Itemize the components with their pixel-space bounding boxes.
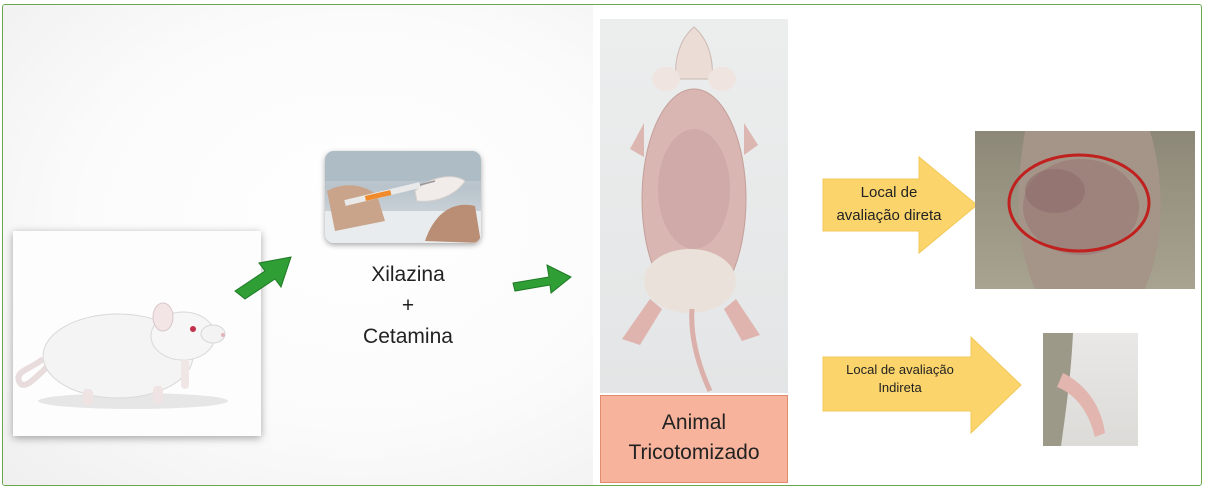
caption-line-2: Tricotomizado <box>601 438 787 468</box>
injection-image <box>325 151 481 243</box>
indirect-site-closeup-image <box>1043 333 1138 446</box>
direct-site-line-1: Local de <box>829 181 949 204</box>
anesthesia-drug-1: Xilazina <box>333 259 483 290</box>
green-arrow-1 <box>231 251 295 303</box>
indirect-site-label: Local de avaliação Indireta <box>825 361 975 397</box>
indirect-site-line-1: Local de avaliação <box>825 361 975 379</box>
green-arrow-2 <box>509 257 575 297</box>
anesthesia-plus: + <box>333 290 483 321</box>
shaved-mouse-image <box>600 19 788 393</box>
white-rat-image <box>13 231 261 436</box>
figure-frame: Xilazina + Cetamina Animal Tricotomizado <box>2 4 1202 486</box>
anesthesia-drug-2: Cetamina <box>333 321 483 352</box>
indirect-site-line-2: Indireta <box>825 379 975 397</box>
direct-site-label: Local de avaliação direta <box>829 181 949 227</box>
shaved-animal-caption: Animal Tricotomizado <box>600 395 788 483</box>
direct-site-closeup-image <box>975 131 1195 289</box>
anesthesia-label: Xilazina + Cetamina <box>333 259 483 352</box>
direct-site-line-2: avaliação direta <box>829 204 949 227</box>
caption-line-1: Animal <box>601 408 787 438</box>
